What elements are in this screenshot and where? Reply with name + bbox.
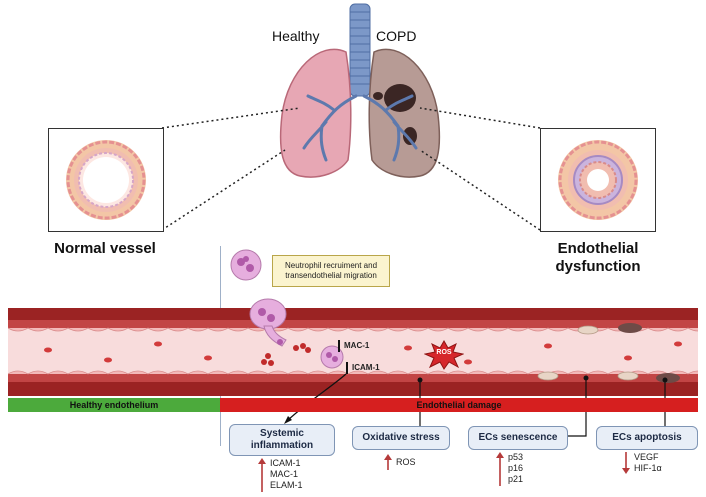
- neutrophil-icon: [230, 249, 262, 281]
- normal-vessel-label: Normal vessel: [54, 240, 156, 257]
- ros-burst-icon: [424, 340, 464, 370]
- marker-hif1a: HIF-1α: [634, 463, 662, 473]
- healthy-lung-icon: [279, 48, 358, 178]
- dysfunction-vessel-panel: [540, 128, 656, 232]
- dysfunction-vessel-label: Endothelial dysfunction: [528, 240, 668, 276]
- dysfunction-label-line1: Endothelial: [557, 240, 639, 257]
- marker-p21: p21: [508, 474, 524, 484]
- marker-elam1: ELAM-1: [270, 480, 303, 490]
- oxidative-stress-title: Oxidative stress: [362, 432, 440, 443]
- up-arrow-icon: [496, 452, 504, 486]
- lungs-illustration: [279, 3, 441, 178]
- icam1-label: ICAM-1: [352, 363, 380, 372]
- marker-mac1: MAC-1: [270, 469, 299, 479]
- copd-label: COPD: [376, 28, 417, 44]
- copd-lung-icon: [362, 48, 441, 178]
- healthy-label: Healthy: [272, 28, 320, 44]
- mac1-marker-line: [338, 340, 340, 352]
- neutrophil-note: Neutrophil recruiment and transendotheli…: [272, 255, 390, 287]
- up-arrow-icon: [258, 458, 266, 492]
- ecs-senescence-box: ECs senescence: [468, 426, 568, 450]
- connector-lines: [161, 107, 541, 231]
- up-arrow-icon: [384, 454, 392, 470]
- inflammation-markers: ICAM-1 MAC-1 ELAM-1: [270, 458, 303, 491]
- adhered-neutrophil-icon: [320, 345, 344, 369]
- healthy-endothelium-bar: Healthy endothelium: [8, 398, 220, 412]
- marker-vegf: VEGF: [634, 452, 659, 462]
- systemic-inflammation-box: Systemic inflammation: [229, 424, 335, 456]
- mac1-label: MAC-1: [344, 341, 370, 350]
- ecs-senescence-title: ECs senescence: [478, 432, 558, 443]
- oxidative-markers: ROS: [396, 457, 416, 468]
- oxidative-stress-box: Oxidative stress: [352, 426, 450, 450]
- ecs-apoptosis-box: ECs apoptosis: [596, 426, 698, 450]
- dysfunction-label-line2: dysfunction: [555, 258, 641, 275]
- rbc-cluster-icon: [261, 343, 311, 366]
- marker-p16: p16: [508, 463, 524, 473]
- ros-burst-label: ROS: [436, 349, 452, 356]
- trachea-icon: [349, 3, 371, 97]
- marker-ros: ROS: [396, 457, 416, 467]
- icam1-marker-line: [346, 362, 348, 374]
- dysfunction-vessel-cross-section-icon: [558, 140, 638, 220]
- senescence-markers: p53 p16 p21: [508, 452, 523, 485]
- migrating-neutrophil-icon: [249, 298, 287, 347]
- apoptosis-markers: VEGF HIF-1α: [634, 452, 662, 474]
- ecs-apoptosis-title: ECs apoptosis: [612, 432, 682, 443]
- marker-p53: p53: [508, 452, 524, 462]
- systemic-inflammation-title-2: inflammation: [250, 440, 314, 451]
- normal-vessel-panel: [48, 128, 164, 232]
- endothelial-damage-bar: Endothelial damage: [220, 398, 698, 412]
- marker-icam1: ICAM-1: [270, 458, 301, 468]
- blood-vessel-band: [8, 308, 698, 396]
- normal-vessel-cross-section-icon: [66, 140, 146, 220]
- systemic-inflammation-title-1: Systemic: [260, 428, 304, 439]
- down-arrow-icon: [622, 452, 630, 474]
